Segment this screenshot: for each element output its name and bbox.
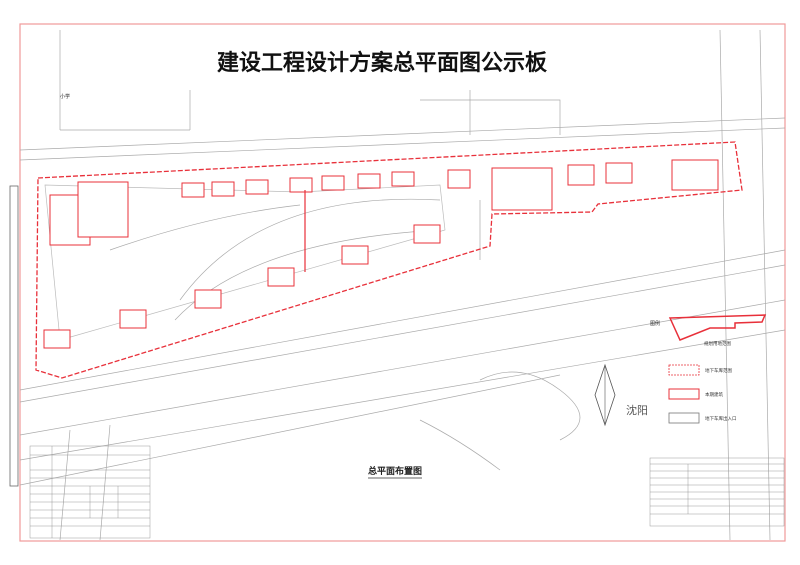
school-label: 小学 [60, 93, 70, 100]
legend-label: 地下车库范围 [705, 367, 732, 374]
board-title: 建设工程设计方案总平面图公示板 [217, 50, 548, 76]
building [194, 289, 222, 309]
building [357, 173, 381, 189]
building [77, 181, 129, 238]
drawing-title: 总平面布置图 [368, 465, 422, 477]
legend: 图例 规划用地范围 地下车库范围 本期建筑 地下车库出入口 [650, 314, 767, 424]
legend-swatch-boundary [668, 314, 767, 341]
building [567, 164, 595, 186]
legend-swatch-entrance [668, 412, 700, 424]
north-arrow-icon [594, 363, 616, 427]
buildings [43, 159, 719, 349]
building [391, 171, 415, 187]
building [341, 245, 369, 265]
building [447, 169, 471, 189]
building [491, 167, 553, 211]
board-frame [19, 23, 786, 542]
approval-info-table [649, 457, 785, 527]
building [43, 329, 71, 349]
building [321, 175, 345, 191]
context-lines [19, 29, 786, 541]
legend-swatch-building [668, 388, 700, 400]
building [181, 182, 205, 198]
site-boundary [35, 141, 743, 379]
legend-label: 地下车库出入口 [705, 415, 737, 422]
legend-title: 图例 [650, 320, 660, 327]
legend-swatch-garage [668, 364, 700, 376]
building [267, 267, 295, 287]
city-label: 沈阳 [626, 403, 648, 417]
building [671, 159, 719, 191]
building [245, 179, 269, 195]
building [605, 162, 633, 184]
legend-label: 规划用地范围 [704, 340, 731, 347]
project-info-table [29, 445, 151, 539]
building [413, 224, 441, 244]
building [119, 309, 147, 329]
building [211, 181, 235, 197]
building [289, 177, 313, 193]
legend-label: 本期建筑 [705, 391, 723, 398]
side-marker [9, 185, 19, 487]
